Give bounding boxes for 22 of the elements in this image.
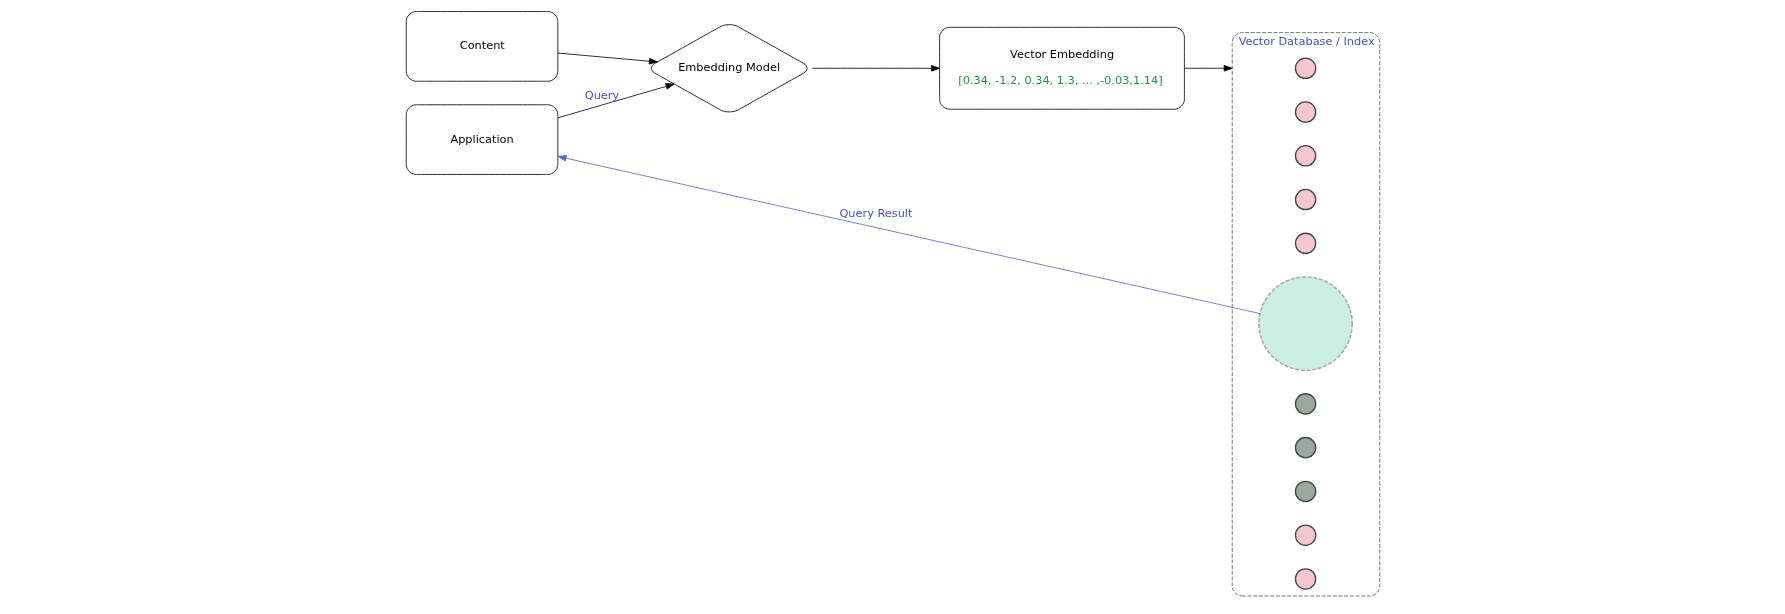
node-circle — [1294, 568, 1316, 590]
node-circle — [1294, 393, 1316, 415]
edge-label: Query Result — [838, 205, 912, 220]
arrow — [556, 83, 675, 119]
node-circle — [1294, 57, 1316, 80]
node-circle — [1294, 145, 1316, 167]
node-box: Vector Embedding [0.34, -1.2, 0.34, 1.3, ... ,-0.03,1.14] — [938, 26, 1185, 110]
node-circle — [1294, 101, 1316, 123]
arrow — [1183, 65, 1233, 72]
arrow — [557, 155, 1260, 314]
node-box: Application — [405, 104, 558, 175]
arrow — [811, 65, 940, 72]
node-circle — [1294, 480, 1316, 503]
node-circle — [1294, 524, 1316, 546]
node-circle — [1294, 188, 1316, 211]
cluster: Vector Database / Index — [1231, 32, 1380, 597]
node-circle — [1294, 232, 1316, 255]
arrow — [556, 52, 658, 65]
node-circle — [1257, 276, 1353, 372]
edge-label: Query — [584, 88, 619, 103]
node-circle — [1294, 436, 1316, 459]
node-box: Content — [405, 11, 558, 82]
